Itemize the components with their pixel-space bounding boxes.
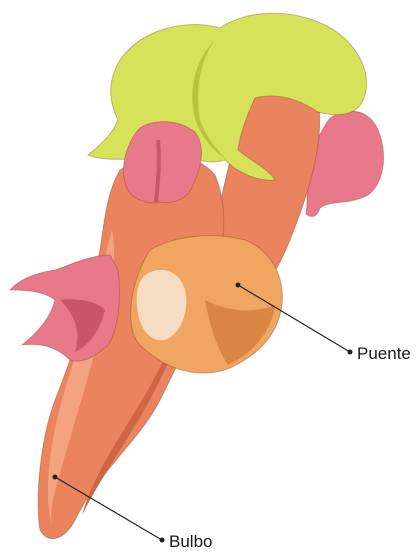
pointer-dot-puente-start <box>236 283 241 288</box>
pointer-dot-puente-end <box>348 350 353 355</box>
label-bulbo: Bulbo <box>169 533 212 550</box>
pointer-dot-bulbo-end <box>160 538 165 543</box>
pointer-dot-bulbo-start <box>53 475 58 480</box>
left-peduncle-shape <box>10 255 120 361</box>
colliculi-shape <box>123 122 201 203</box>
label-puente: Puente <box>357 345 411 362</box>
